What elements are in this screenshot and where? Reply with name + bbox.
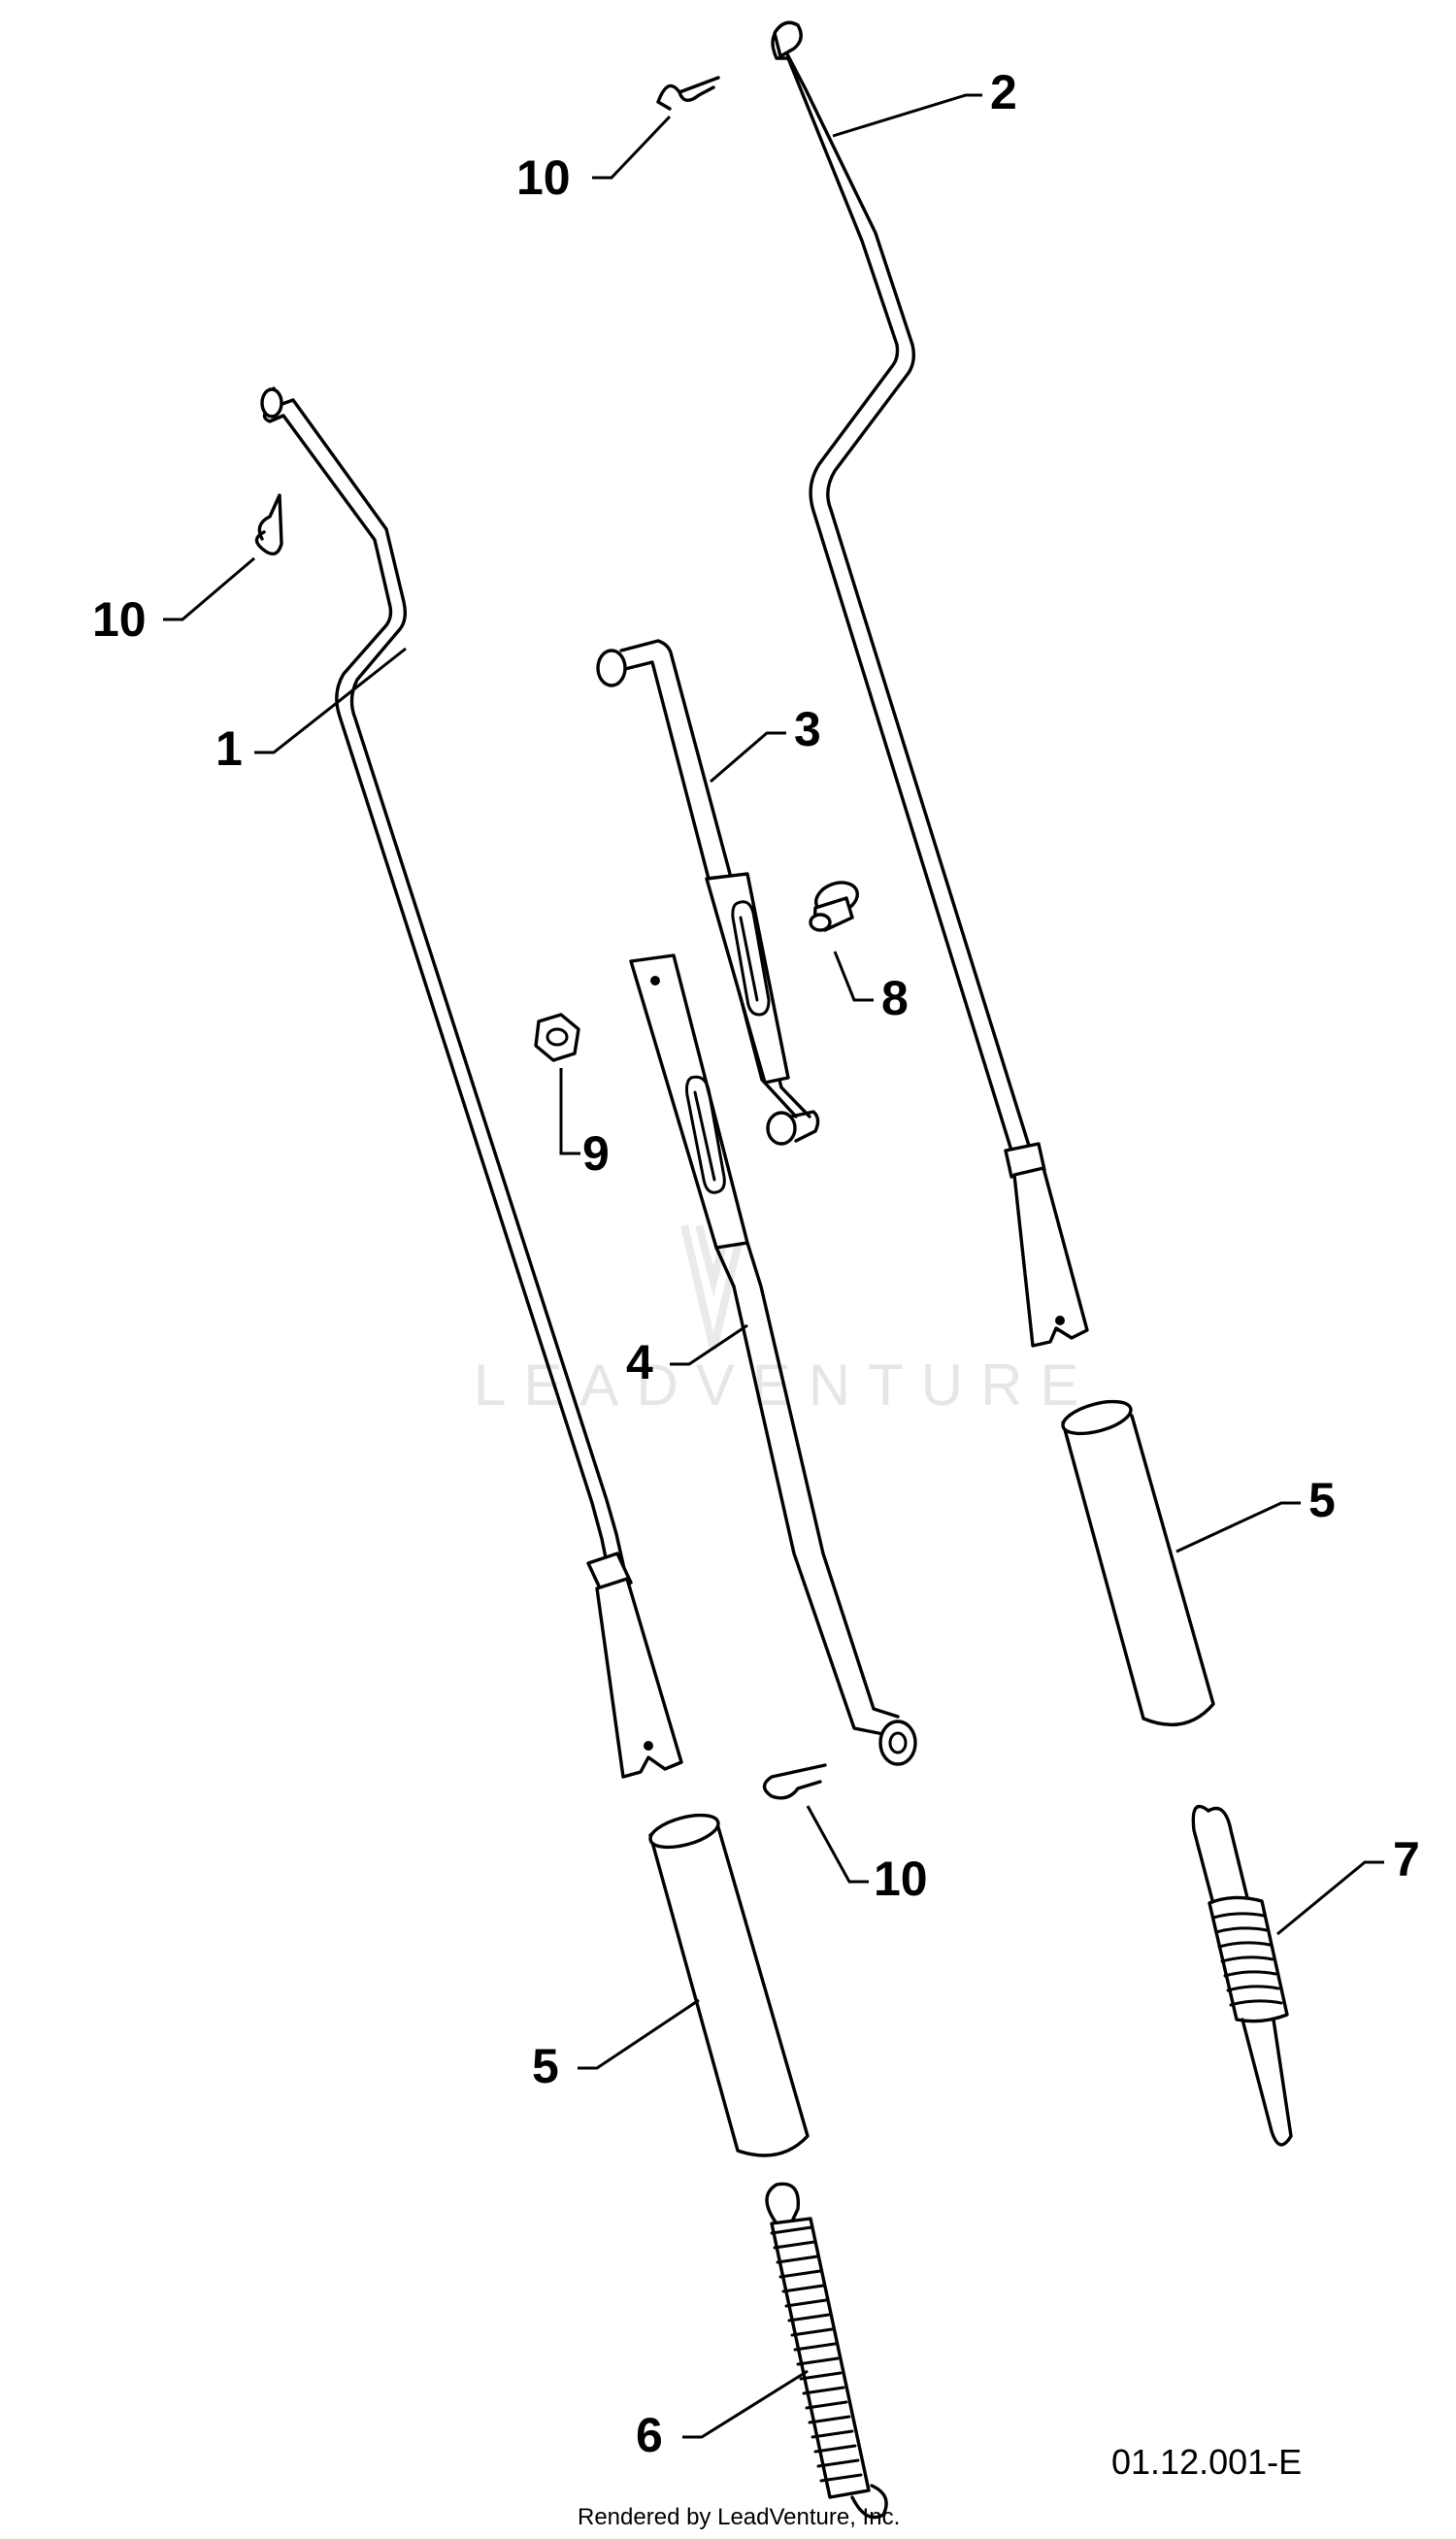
part-7-extension-spring[interactable] — [1191, 1804, 1293, 2147]
leader-8 — [833, 951, 874, 1002]
callout-10-bottom: 10 — [874, 1852, 928, 1906]
part-10-hairpin-clip-top[interactable] — [656, 76, 720, 111]
callout-3: 3 — [794, 702, 821, 756]
leader-lines — [163, 93, 1384, 2439]
part-1-control-rod[interactable] — [260, 386, 683, 1779]
reference-code: 01.12.001-E — [1111, 2442, 1302, 2482]
callout-5-upper: 5 — [1308, 1473, 1336, 1527]
leader-5a — [1175, 1501, 1301, 1553]
part-5-tube-upper[interactable] — [1060, 1395, 1215, 1726]
leader-4 — [670, 1323, 748, 1366]
part-10-hairpin-clip-left[interactable] — [254, 493, 283, 556]
callout-1: 1 — [215, 721, 243, 776]
callout-10-top: 10 — [516, 150, 571, 205]
part-4-link-bar[interactable] — [629, 953, 917, 1766]
callout-9: 9 — [582, 1126, 610, 1181]
callout-4: 4 — [626, 1335, 653, 1389]
part-10-hairpin-clip-bottom[interactable] — [762, 1763, 827, 1800]
spring-6-coils — [770, 2225, 863, 2483]
callout-2: 2 — [990, 65, 1017, 119]
callout-6: 6 — [636, 2408, 663, 2462]
leader-3 — [710, 731, 786, 784]
leader-9 — [559, 1068, 580, 1155]
part-3-link-rod[interactable] — [596, 639, 820, 1146]
leader-10a — [592, 115, 672, 180]
callout-8: 8 — [881, 971, 909, 1025]
callout-10-left: 10 — [92, 592, 147, 647]
watermark-text: LEADVENTURE — [474, 1353, 1096, 1418]
part-6-extension-spring[interactable] — [765, 2182, 888, 2520]
leader-5b — [578, 1998, 700, 2070]
leader-1 — [254, 647, 407, 754]
leader-2 — [832, 93, 982, 138]
spring-7-coils — [1211, 1912, 1283, 2007]
part-9-hex-nut[interactable] — [534, 1013, 580, 1062]
part-8-clevis-pin[interactable] — [809, 877, 862, 932]
watermark: LEADVENTURE — [474, 1223, 1096, 1418]
leader-7 — [1276, 1860, 1384, 1936]
leader-10b — [163, 556, 255, 621]
callout-labels: 1 2 3 4 5 5 6 7 8 9 10 10 10 — [92, 65, 1420, 2462]
rendered-by-credit: Rendered by LeadVenture, Inc. — [578, 2504, 900, 2530]
callout-7: 7 — [1393, 1832, 1420, 1887]
leader-10c — [806, 1805, 869, 1884]
leader-6 — [682, 2369, 809, 2439]
part-5-tube-lower[interactable] — [647, 1809, 810, 2157]
part-2-control-rod[interactable] — [771, 20, 1089, 1348]
callout-5-lower: 5 — [532, 2039, 559, 2093]
